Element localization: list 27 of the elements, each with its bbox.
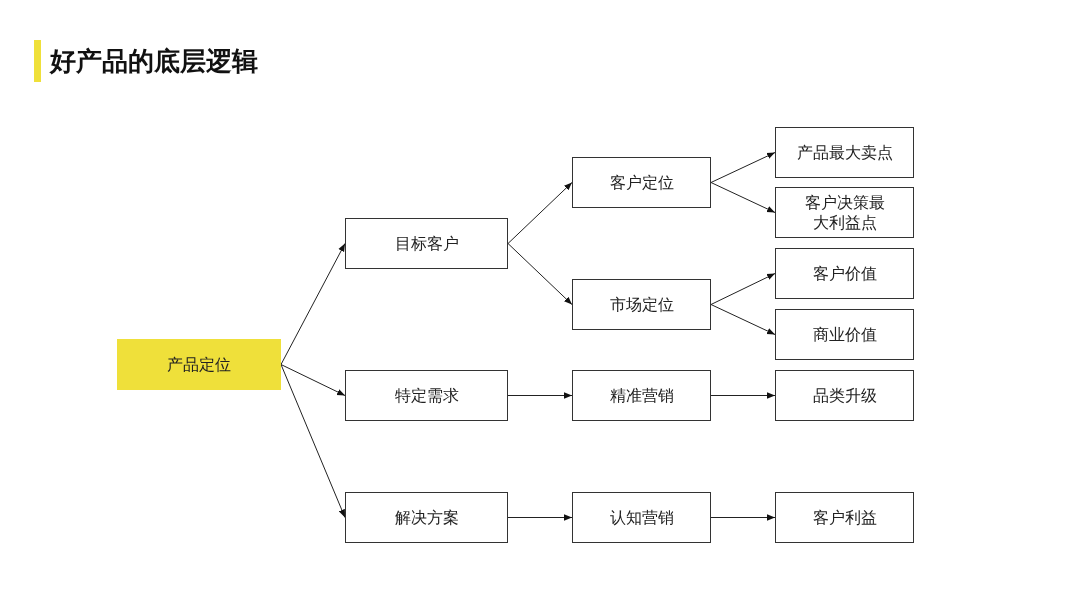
arrow: [507, 182, 573, 244]
process-box: 精准营销: [572, 370, 711, 421]
arrow: [710, 152, 776, 183]
process-box: 客户定位: [572, 157, 711, 208]
highlighted-box: 产品定位: [117, 339, 281, 390]
arrow: [710, 273, 776, 305]
arrow: [710, 392, 776, 399]
arrow: [710, 514, 776, 521]
arrow: [507, 514, 573, 521]
process-box: 商业价值: [775, 309, 914, 360]
process-box: 客户价值: [775, 248, 914, 299]
process-box: 特定需求: [345, 370, 508, 421]
process-box: 客户决策最大利益点: [775, 187, 914, 238]
process-box: 解决方案: [345, 492, 508, 543]
process-box: 市场定位: [572, 279, 711, 330]
arrow: [710, 182, 776, 213]
arrow: [280, 364, 346, 396]
process-box: 客户利益: [775, 492, 914, 543]
process-box: 产品最大卖点: [775, 127, 914, 178]
arrow: [280, 243, 346, 365]
process-box: 品类升级: [775, 370, 914, 421]
process-box: 目标客户: [345, 218, 508, 269]
process-box: 认知营销: [572, 492, 711, 543]
title: 好产品的底层逻辑: [50, 45, 258, 78]
arrow: [507, 243, 573, 305]
arrow: [507, 392, 573, 399]
arrow: [710, 304, 776, 335]
